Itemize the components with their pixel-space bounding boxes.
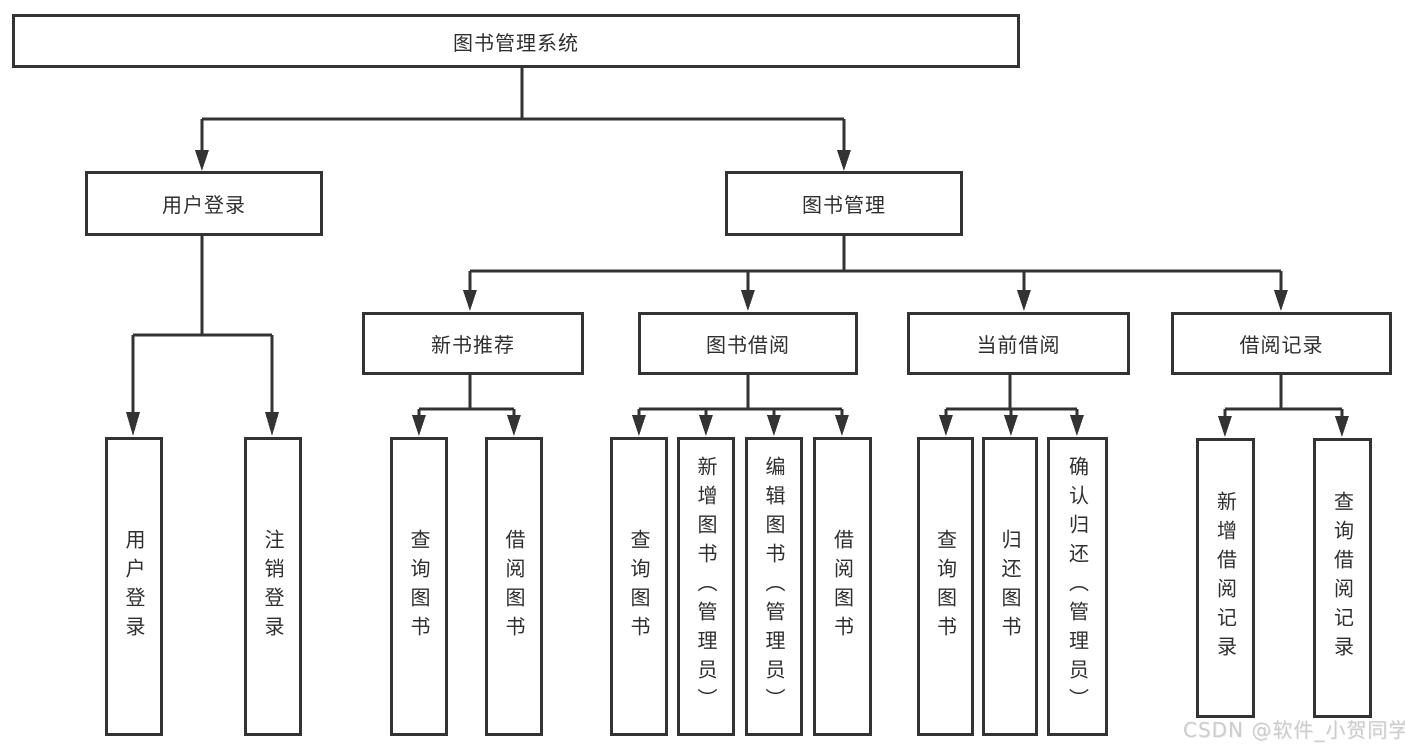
watermark: CSDN @软件_小贺同学 [1183,718,1405,742]
leaf-query-books-recommend: 查询图书 [390,437,448,736]
arrowheads [126,150,1349,437]
connector-root [200,68,846,152]
leaf-add-book-admin: 新增图书（管理员） [677,437,735,736]
node-library-system: 图书管理系统 [12,14,1020,68]
node-user-login: 用户登录 [85,171,323,236]
connector-book-borrow-group [637,375,844,419]
node-new-book-recommend: 新书推荐 [362,312,584,375]
leaf-query-books-current: 查询图书 [917,437,974,736]
leaf-borrow-books: 借阅图书 [813,437,872,736]
leaf-return-book: 归还图书 [982,437,1038,736]
connector-borrow-record-group [1223,375,1344,419]
leaf-query-borrow-record: 查询借阅记录 [1313,438,1372,718]
leaf-user-login: 用户登录 [105,437,163,736]
connector-user-login-branch [131,236,274,414]
leaf-edit-book-admin: 编辑图书（管理员） [745,437,803,736]
connector-book-management-branch [468,236,1283,293]
node-borrow-records: 借阅记录 [1171,312,1392,375]
leaf-query-books-borrow: 查询图书 [610,437,668,736]
connector-new-book-group [417,375,516,419]
node-book-management: 图书管理 [725,171,963,236]
leaf-confirm-return-admin: 确认归还（管理员） [1047,437,1108,736]
leaf-add-borrow-record: 新增借阅记录 [1196,438,1255,718]
node-book-borrow: 图书借阅 [638,312,858,375]
node-current-borrow: 当前借阅 [907,312,1130,375]
leaf-logout: 注销登录 [244,437,302,736]
connector-current-borrow-group [944,375,1079,419]
leaf-borrow-books-recommend: 借阅图书 [485,437,543,736]
